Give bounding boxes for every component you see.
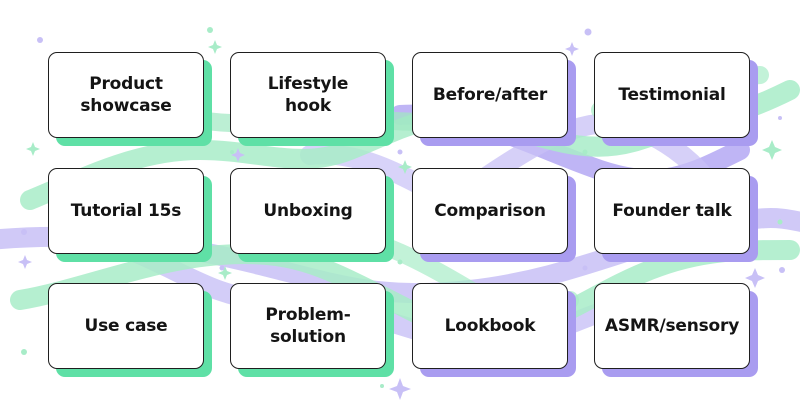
sparkle-icon [745,268,765,288]
sparkle-icon [762,140,782,160]
dot [777,219,783,225]
card-label: Problem- solution [265,304,351,347]
dot [778,116,782,120]
card-asmr-sensory[interactable]: ASMR/sensory [594,283,750,369]
card-lookbook[interactable]: Lookbook [412,283,568,369]
dot [37,37,43,43]
sparkle-icon [389,378,411,400]
card-label: Lifestyle hook [267,73,349,116]
dot [582,149,588,155]
card-label: Founder talk [612,200,732,221]
card-unboxing[interactable]: Unboxing [230,168,386,254]
sparkle-icon [26,142,40,156]
dot [207,27,213,33]
dot [380,384,384,388]
sparkle-icon [218,266,232,280]
dot [779,267,785,273]
sparkle-icon [398,160,412,174]
card-label: Lookbook [444,315,536,336]
dot [582,265,588,271]
dot [397,149,403,155]
card-label: Comparison [434,200,546,221]
card-label: Use case [84,315,168,336]
card-label: ASMR/sensory [604,315,740,336]
card-label: Tutorial 15s [70,200,182,221]
sparkle-icon [18,255,32,269]
card-before-after[interactable]: Before/after [412,52,568,138]
dot [21,349,27,355]
dot [21,229,27,235]
card-comparison[interactable]: Comparison [412,168,568,254]
card-use-case[interactable]: Use case [48,283,204,369]
sparkle-icon [208,40,222,54]
dot [584,28,592,36]
card-tutorial-15s[interactable]: Tutorial 15s [48,168,204,254]
dot [397,259,403,265]
card-problem-solution[interactable]: Problem- solution [230,283,386,369]
card-label: Unboxing [263,200,353,221]
dot [230,150,234,154]
card-label: Product showcase [80,73,172,116]
sparkle-icon [231,148,245,162]
card-lifestyle-hook[interactable]: Lifestyle hook [230,52,386,138]
card-founder-talk[interactable]: Founder talk [594,168,750,254]
card-label: Before/after [432,84,548,105]
card-label: Testimonial [618,84,726,105]
sparkle-icon [565,42,579,56]
card-product-showcase[interactable]: Product showcase [48,52,204,138]
card-testimonial[interactable]: Testimonial [594,52,750,138]
dot [219,265,225,271]
